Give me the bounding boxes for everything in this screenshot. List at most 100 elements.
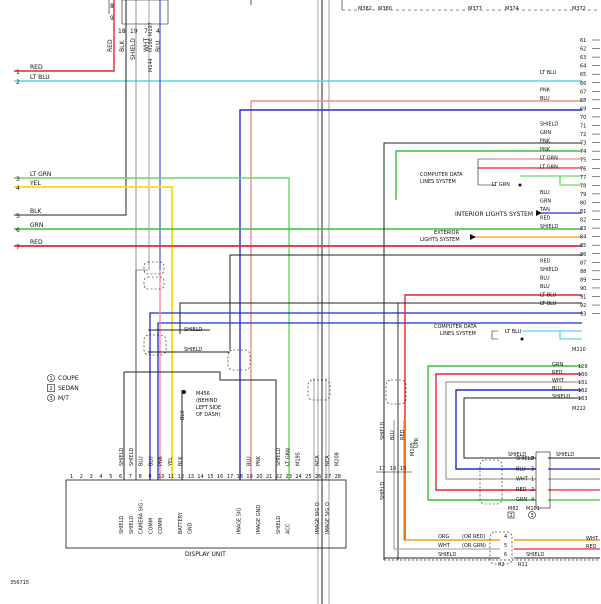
top-right-connector: M374 [505,6,519,12]
left-pin-5: 5 [16,213,20,220]
right-pin-number: 79 [580,192,586,198]
right-pin-label: GRN [540,198,551,204]
camera-row-number: 3 [531,466,534,472]
right-pin-number: 76 [580,166,586,172]
top-connector-pin: 7 [144,28,148,35]
right-pin-label: SHIELD [552,394,570,400]
display-unit-function: IMAGE SIG O [315,502,321,534]
top-wire-label: WHT [143,38,150,52]
left-pin-6: 6 [16,227,20,234]
m105-shield: SHIELD [380,482,386,500]
right-pin-number: 69 [580,106,586,112]
right-pin-label: GRN [540,130,551,136]
display-unit-pin: 9 [148,474,151,480]
left-pins: 1 RED 2 LT BLU 3 LT GRN 4 YEL 5 BLK 6 GR… [16,64,51,251]
right-pin-number: 129 [578,364,588,370]
camera-row-label: WHT [516,477,529,483]
system-label-interior-lights: INTERIOR LIGHTS SYSTEM [455,211,533,218]
left-pin-label: GRN [30,222,43,229]
top-wire-label: M144 [148,58,154,72]
camera-row-number: 1 [531,477,534,483]
right-pin-label: GRN [552,362,563,368]
display-unit-pin: 15 [207,474,213,480]
right-pin-label: TAN [539,207,550,213]
camera-upr: UPR [414,437,420,448]
camera-symbol: 2 [510,513,513,519]
right-pin-label: PNK [540,139,551,145]
camera-row-label: SHIELD [516,456,534,462]
right-pin-number: 133 [578,396,588,402]
left-pin-7: 7 [16,244,20,251]
legend: 1 COUPE 2 SEDAN 3 M/T [47,374,79,402]
connector-m212: M212 [572,406,586,412]
lt-blu-label: LT BLU [505,329,522,335]
right-pin-number: 73 [580,141,586,147]
display-unit-function: COMM [158,518,164,534]
display-unit-pin: 17 [227,474,233,480]
left-pin-label: RED [30,239,43,246]
system-label-exterior: LIGHTS SYSTEM [420,237,460,243]
m105-connector: SHIELD BLU RED M105 17 16 15 SHIELD [376,422,416,500]
right-pin-label: LT GRN [540,156,558,162]
ground-icon [182,390,186,394]
bottom-connector-r11: R11 [518,562,528,568]
system-label-computer-data-2: COMPUTER DATA [434,324,477,330]
display-unit-function: IMAGE SIG [237,508,243,534]
bottom-row-number: 4 [504,534,507,540]
display-unit-pin: 18 [237,474,243,480]
diagram-code: 356715 [10,580,29,586]
m105-label: SHIELD [380,422,386,440]
system-label-computer-data: LINES SYSTEM [420,179,456,185]
right-pin-number: 88 [580,269,586,275]
display-unit-function: BATTERY [178,511,184,534]
display-unit-function: SHIELD [276,516,282,534]
top-pin-9: 9 [110,15,114,22]
display-unit-function: IMAGE SIG O [325,502,331,534]
top-connector-pin: 18 [118,28,126,35]
arrow-icon [470,234,476,240]
display-unit-pin: 8 [139,474,142,480]
camera-row-number: 2 [531,487,534,493]
right-pin-number: 72 [580,132,586,138]
right-pin-number: 64 [580,64,586,70]
display-unit-function: COMM [148,518,154,534]
right-pin-number: 90 [580,286,586,292]
camera-shield: SHIELD [508,452,526,458]
top-right-connector: M372 [572,6,586,12]
m105-pin: 17 [379,466,385,472]
display-unit-pin: 24 [295,474,301,480]
display-unit-wire-label: LT GRN [286,448,292,466]
wht-right-label: WHT [586,536,599,542]
right-pin-number: 83 [580,226,586,232]
display-unit-pin: 22 [276,474,282,480]
ground-note: (BEHIND [196,398,218,404]
display-unit-function: SHIELD [119,516,125,534]
left-pin-2: 2 [16,79,20,86]
ground-note: OF DASH) [196,412,221,418]
bottom-row-number: 6 [504,552,507,558]
top-wire-label: SHIELD [130,38,137,60]
display-unit-pin: 1 [70,474,73,480]
top-connector-pin: 4 [156,28,160,35]
right-pin-label: WHT [552,378,565,384]
connector-m82: M82 [508,506,519,512]
display-unit-pin: 3 [90,474,93,480]
right-pin-label: RED [540,258,551,264]
display-unit-function: GND [188,522,194,534]
system-label-computer-data: COMPUTER DATA [420,172,463,178]
display-unit-pin: 20 [256,474,262,480]
display-unit-pin: 5 [109,474,112,480]
right-pin-number: 65 [580,72,586,78]
red-right-label: RED [586,544,597,550]
right-pin-number: 67 [580,89,586,95]
display-unit-pin: 7 [129,474,132,480]
right-pin-number: 62 [580,47,586,53]
display-unit-function: IMAGE GND [256,505,262,534]
top-right-connector: M382 [358,6,372,12]
right-pin-label: SHIELD [540,267,558,273]
right-pin-label: PNK [540,147,551,153]
system-labels: COMPUTER DATA LINES SYSTEM LT GRN INTERI… [420,158,586,412]
ground-wire-label: BLK [180,410,186,420]
